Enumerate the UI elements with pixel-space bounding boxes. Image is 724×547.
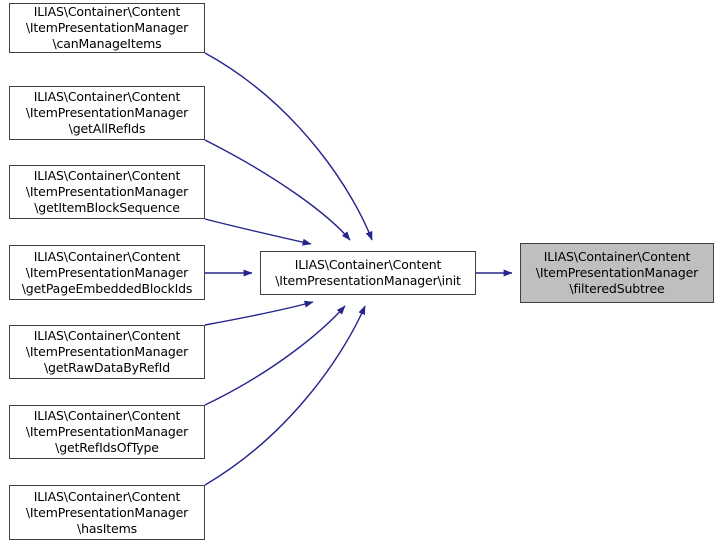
node-hasItems[interactable]: ILIAS\Container\Content \ItemPresentatio… bbox=[9, 485, 205, 540]
edge-canManageItems-to-init bbox=[204, 52, 373, 241]
node-label: ILIAS\Container\Content \ItemPresentatio… bbox=[25, 89, 189, 136]
node-init[interactable]: ILIAS\Container\Content \ItemPresentatio… bbox=[260, 251, 476, 295]
node-label: ILIAS\Container\Content \ItemPresentatio… bbox=[25, 4, 189, 51]
edge-getRefIdsOfType-to-init bbox=[204, 305, 346, 406]
node-label: ILIAS\Container\Content \ItemPresentatio… bbox=[535, 249, 699, 296]
node-getRawDataByRefId[interactable]: ILIAS\Container\Content \ItemPresentatio… bbox=[9, 325, 205, 379]
edge-hasItems-to-init bbox=[204, 305, 366, 486]
edge-getItemBlockSequence-to-init bbox=[204, 218, 312, 246]
node-getRefIdsOfType[interactable]: ILIAS\Container\Content \ItemPresentatio… bbox=[9, 405, 205, 459]
edge-getAllRefIds-to-init bbox=[204, 139, 351, 241]
node-label: ILIAS\Container\Content \ItemPresentatio… bbox=[25, 408, 189, 455]
node-label: ILIAS\Container\Content \ItemPresentatio… bbox=[21, 248, 193, 296]
node-label: ILIAS\Container\Content \ItemPresentatio… bbox=[25, 168, 189, 215]
node-getItemBlockSequence[interactable]: ILIAS\Container\Content \ItemPresentatio… bbox=[9, 165, 205, 219]
node-label: ILIAS\Container\Content \ItemPresentatio… bbox=[275, 257, 461, 288]
edge-getRawDataByRefId-to-init bbox=[204, 300, 314, 326]
node-label: ILIAS\Container\Content \ItemPresentatio… bbox=[25, 488, 189, 536]
node-getAllRefIds[interactable]: ILIAS\Container\Content \ItemPresentatio… bbox=[9, 86, 205, 140]
node-filteredSubtree[interactable]: ILIAS\Container\Content \ItemPresentatio… bbox=[520, 243, 714, 303]
node-canManageItems[interactable]: ILIAS\Container\Content \ItemPresentatio… bbox=[9, 3, 205, 53]
node-getPageEmbeddedBlockIds[interactable]: ILIAS\Container\Content \ItemPresentatio… bbox=[9, 245, 205, 300]
node-label: ILIAS\Container\Content \ItemPresentatio… bbox=[25, 328, 189, 375]
